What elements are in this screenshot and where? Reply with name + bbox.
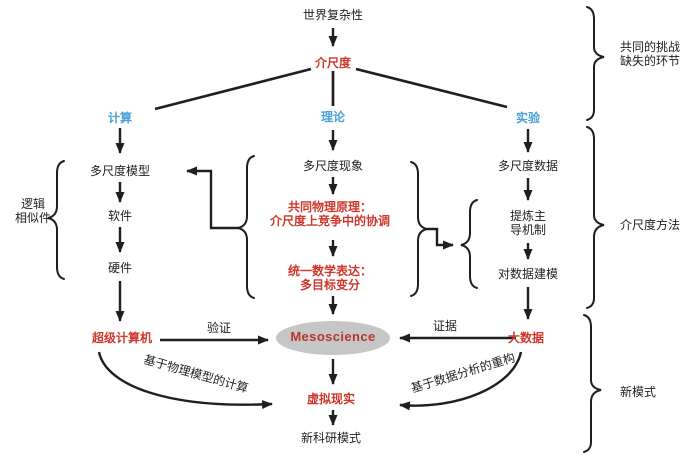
node-virtual-reality: 虚拟现实: [306, 392, 356, 406]
brace-experiment-mechanism: [460, 199, 478, 289]
arrow-principle-to-model: [186, 166, 239, 230]
node-common-principle: 共同物理原理： 介尺度上竞争中的协调: [269, 200, 391, 228]
brace-label-logical-similarity: 逻辑 相似件: [14, 197, 52, 225]
node-supercomputer: 超级计算机: [91, 331, 153, 345]
brace-new-mode: [583, 314, 602, 453]
node-extract-mechanism: 提炼主 导机制: [509, 209, 547, 237]
node-mesoscale: 介尺度: [314, 56, 352, 70]
mesoscience-ellipse: [276, 321, 390, 355]
node-new-research-mode: 新科研模式: [300, 431, 362, 445]
node-multiscale-model: 多尺度模型: [89, 164, 151, 178]
node-computation: 计算: [107, 111, 133, 125]
brace-label-mesoscale-method: 介尺度方法: [620, 218, 681, 232]
brace-common-challenge: [586, 6, 605, 121]
brace-mesoscale-method: [586, 126, 605, 309]
node-unified-math: 统一数学表达： 多目标变分: [287, 264, 373, 292]
edge-label-evidence: 证据: [432, 319, 458, 333]
node-multiscale-phenomena: 多尺度现象: [302, 159, 364, 173]
brace-theory-block-left: [237, 155, 255, 299]
node-world-complexity: 世界复杂性: [302, 8, 364, 22]
brace-label-new-mode: 新模式: [620, 385, 657, 399]
node-experiment: 实验: [515, 111, 541, 125]
edge-label-verify: 验证: [206, 321, 232, 335]
fan-lines-mesoscale-to-branches: [154, 67, 508, 111]
brace-logical-similarity: [47, 160, 65, 280]
node-theory: 理论: [320, 110, 346, 124]
arrow-principle-to-mechanism: [427, 227, 454, 250]
node-hardware: 硬件: [107, 261, 133, 275]
node-multiscale-data: 多尺度数据: [497, 159, 559, 173]
brace-theory-block-right: [410, 161, 428, 297]
node-model-data: 对数据建模: [497, 267, 559, 281]
node-software: 软件: [107, 209, 133, 223]
brace-label-common-challenge: 共同的挑战 缺失的环节: [620, 40, 681, 68]
node-mesoscience: Mesoscience: [290, 329, 376, 344]
arrow-physics-based-computation: [97, 351, 273, 409]
node-big-data: 大数据: [507, 331, 545, 345]
arrow-data-based-reconstruction: [399, 351, 523, 411]
